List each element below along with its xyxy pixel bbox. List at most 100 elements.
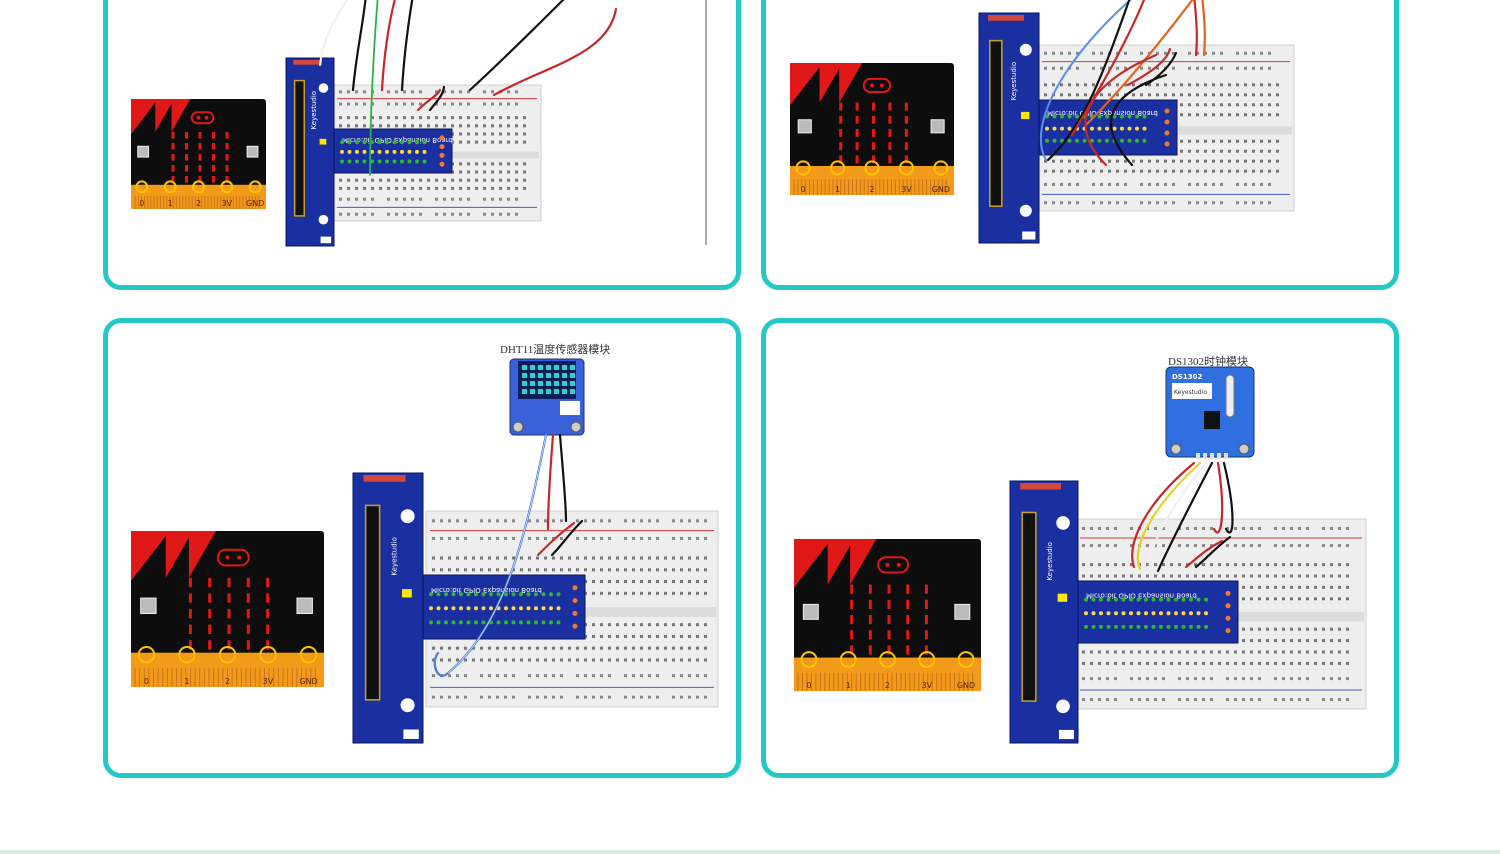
hole bbox=[1242, 627, 1245, 631]
hole bbox=[1260, 66, 1263, 70]
led bbox=[225, 132, 229, 139]
gpio-pin bbox=[496, 620, 501, 625]
pin-label: 3V bbox=[263, 677, 274, 686]
hole bbox=[1346, 574, 1349, 578]
gpio-pin bbox=[1060, 114, 1064, 119]
hole bbox=[467, 212, 470, 216]
jumper-wire bbox=[1212, 461, 1224, 534]
hole bbox=[704, 580, 707, 584]
hole bbox=[1196, 103, 1199, 107]
power-switch bbox=[320, 236, 332, 244]
led bbox=[872, 115, 875, 124]
hole bbox=[1060, 169, 1063, 173]
hole bbox=[1196, 83, 1199, 87]
gpio-pin bbox=[1204, 597, 1208, 602]
hole bbox=[704, 634, 707, 638]
gpio-pin bbox=[1159, 624, 1163, 629]
hole bbox=[1274, 677, 1277, 681]
hole bbox=[624, 591, 627, 595]
led bbox=[198, 154, 202, 161]
hole bbox=[472, 568, 475, 572]
hole bbox=[432, 568, 435, 572]
hole bbox=[515, 140, 518, 144]
hole bbox=[1236, 159, 1239, 163]
pin-label: GND bbox=[299, 677, 317, 686]
led bbox=[198, 165, 202, 172]
hole bbox=[499, 212, 502, 216]
gpio-pin bbox=[1189, 611, 1193, 616]
jumper-wire bbox=[1136, 461, 1202, 571]
hole bbox=[499, 132, 502, 136]
hole bbox=[552, 536, 555, 540]
hole bbox=[1242, 585, 1245, 589]
gpio-pin bbox=[422, 149, 427, 154]
hole bbox=[1258, 563, 1261, 567]
gpio-pin bbox=[1159, 597, 1163, 602]
pin-ring bbox=[299, 645, 318, 664]
power-switch bbox=[403, 729, 419, 739]
hole bbox=[1156, 83, 1159, 87]
led bbox=[266, 609, 270, 619]
hole bbox=[1282, 627, 1285, 631]
hole bbox=[1244, 83, 1247, 87]
hole bbox=[1132, 83, 1135, 87]
hole bbox=[1298, 544, 1301, 548]
module-pin bbox=[1217, 453, 1221, 459]
hole bbox=[1146, 574, 1149, 578]
hole bbox=[488, 674, 491, 678]
hole bbox=[1276, 149, 1279, 153]
hole bbox=[1282, 574, 1285, 578]
hole bbox=[435, 186, 438, 190]
hole bbox=[1172, 182, 1175, 186]
hole bbox=[640, 646, 643, 650]
gpio-pin bbox=[1144, 611, 1148, 616]
jumper-wire bbox=[1039, 0, 1132, 161]
hole bbox=[443, 186, 446, 190]
hole bbox=[411, 124, 414, 128]
jumper-wire bbox=[546, 433, 555, 531]
hole bbox=[504, 568, 507, 572]
hole bbox=[696, 591, 699, 595]
hole bbox=[347, 197, 350, 201]
hole bbox=[1068, 169, 1071, 173]
hole bbox=[464, 568, 467, 572]
hole bbox=[648, 568, 651, 572]
gpio-pin bbox=[481, 606, 486, 611]
hole bbox=[1258, 677, 1261, 681]
hole bbox=[680, 623, 683, 627]
hole bbox=[1276, 113, 1279, 117]
hole bbox=[1044, 51, 1047, 55]
gpio-pin bbox=[340, 140, 344, 145]
hole bbox=[576, 519, 579, 523]
hole bbox=[480, 519, 483, 523]
hole bbox=[371, 186, 374, 190]
hole bbox=[504, 674, 507, 678]
gpio-pin bbox=[1159, 611, 1163, 616]
hole bbox=[1132, 159, 1135, 163]
hole bbox=[1148, 83, 1151, 87]
led bbox=[855, 102, 859, 111]
hole bbox=[464, 519, 467, 523]
led bbox=[906, 584, 910, 594]
hole bbox=[648, 519, 651, 523]
hole bbox=[1268, 201, 1271, 205]
hole bbox=[1106, 544, 1109, 548]
hole bbox=[592, 519, 595, 523]
hole bbox=[475, 132, 478, 136]
led bbox=[924, 584, 928, 594]
hole bbox=[515, 162, 518, 166]
hole bbox=[608, 674, 611, 678]
hole bbox=[1076, 51, 1079, 55]
gpio-pin bbox=[1174, 611, 1178, 616]
hole bbox=[1266, 574, 1269, 578]
gpio-pin bbox=[436, 620, 441, 625]
led bbox=[171, 176, 175, 183]
hole bbox=[1130, 661, 1133, 665]
gpio-pin bbox=[1196, 597, 1201, 602]
sensor-vent bbox=[562, 365, 567, 370]
hole bbox=[1204, 182, 1207, 186]
hole bbox=[1260, 182, 1263, 186]
jumper-wire bbox=[558, 433, 568, 523]
hole bbox=[584, 568, 587, 572]
